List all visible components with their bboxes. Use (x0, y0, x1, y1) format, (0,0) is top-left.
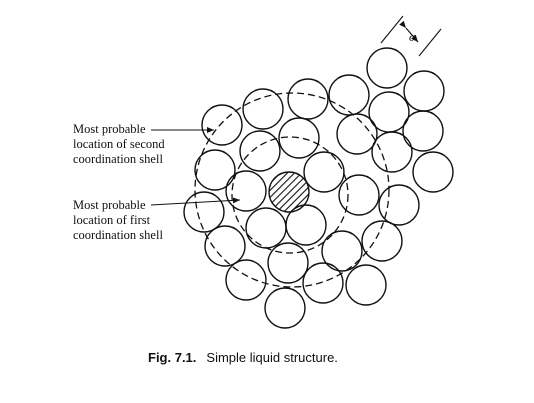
molecule (278, 117, 320, 159)
second-coordination-shell (194, 92, 390, 288)
first-shell-label-line-2: location of first (73, 213, 151, 227)
diameter-dimension (380, 15, 442, 57)
molecule (361, 220, 403, 262)
molecule (412, 151, 454, 193)
first-shell-label: Most probable location of first coordina… (73, 198, 163, 242)
molecule (345, 264, 387, 306)
molecule (204, 225, 246, 267)
figure-caption: Fig. 7.1. Simple liquid structure. (148, 349, 338, 366)
molecule (225, 259, 267, 301)
molecule (267, 242, 309, 284)
molecule (285, 204, 327, 246)
first-shell-leader-arrow (150, 197, 241, 206)
figure-caption-text: Simple liquid structure. (206, 350, 338, 365)
molecule (302, 262, 344, 304)
molecule (338, 174, 380, 216)
molecule (303, 151, 345, 193)
molecule (183, 191, 225, 233)
molecule (378, 184, 420, 226)
second-shell-label-line-1: Most probable (73, 122, 146, 136)
second-shell-label-line-2: location of second (73, 137, 165, 151)
molecule (287, 78, 329, 120)
second-shell-label-line-3: coordination shell (73, 152, 163, 166)
first-shell-label-line-1: Most probable (73, 198, 146, 212)
molecule (328, 74, 370, 116)
molecules (183, 47, 454, 329)
molecule (403, 70, 445, 112)
molecule (366, 47, 408, 89)
molecule (402, 110, 444, 152)
molecule (264, 287, 306, 329)
molecule (239, 130, 281, 172)
first-coordination-shell (231, 136, 349, 254)
molecule (201, 104, 243, 146)
molecule (371, 131, 413, 173)
molecule (194, 149, 236, 191)
first-shell-label-line-3: coordination shell (73, 228, 163, 242)
molecule (245, 207, 287, 249)
second-shell-label: Most probable location of second coordin… (73, 122, 165, 166)
molecule (321, 230, 363, 272)
central-molecule (268, 171, 310, 213)
molecule (225, 170, 267, 212)
molecule (336, 113, 378, 155)
figure-number: Fig. 7.1. (148, 350, 196, 365)
sigma-symbol: σ (409, 30, 416, 44)
molecule (242, 88, 284, 130)
